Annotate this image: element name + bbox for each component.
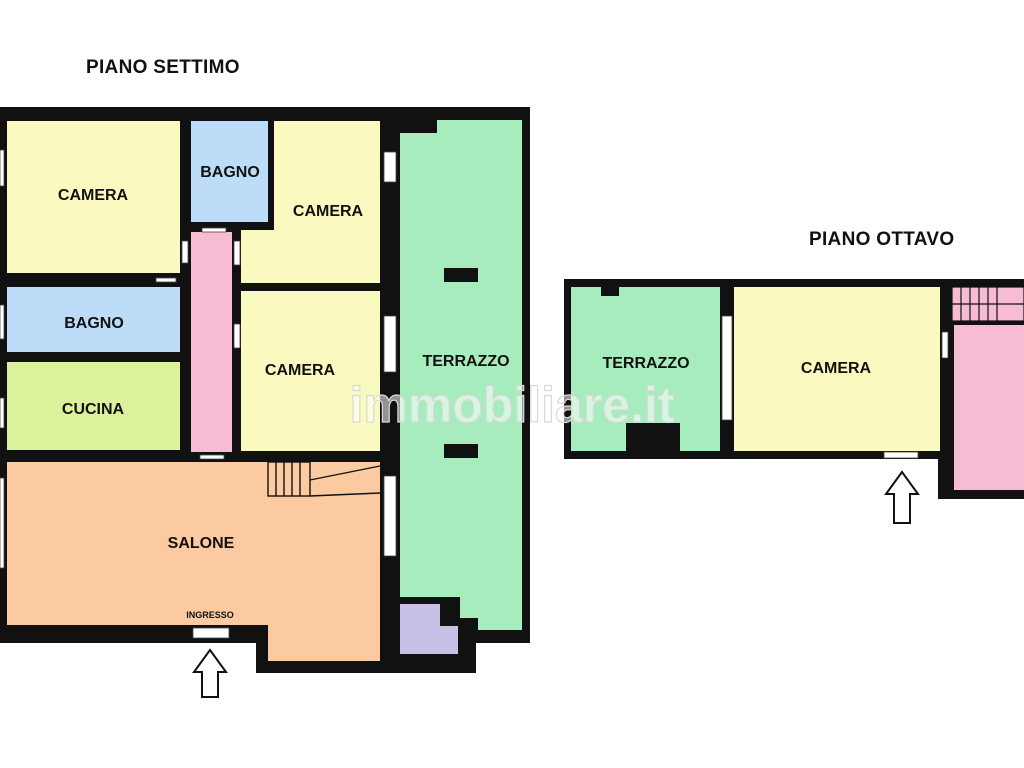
- terrace-block: [626, 423, 680, 451]
- room-pink-eighth: [954, 325, 1024, 490]
- staircase: [267, 461, 381, 497]
- terrace-block: [601, 287, 619, 296]
- room-terrazzo: [400, 120, 522, 630]
- label-camera-1: CAMERA: [58, 187, 129, 204]
- room-cucina: [7, 362, 180, 450]
- room-camera-1: [7, 121, 180, 273]
- terrace-block: [444, 444, 478, 458]
- watermark-logo: immobiliare.it: [349, 377, 674, 433]
- room-corridor: [191, 232, 232, 452]
- window-markers-eighth: [721, 315, 949, 459]
- label-terrazzo: TERRAZZO: [422, 353, 509, 370]
- entrance-label: INGRESSO: [186, 610, 234, 620]
- label-bagno-2: BAGNO: [64, 315, 124, 332]
- floor-title-eighth: PIANO OTTAVO: [809, 229, 955, 250]
- floor-plan-seventh: INGRESSO CAMERA BAGNO CAMERA BAGNO CAMER…: [0, 107, 530, 698]
- room-salone: [7, 462, 380, 625]
- label-camera-3: CAMERA: [265, 362, 336, 379]
- label-salone: SALONE: [168, 535, 235, 552]
- label-camera-eighth: CAMERA: [801, 360, 872, 377]
- arrow-up-icon: [192, 648, 228, 698]
- label-bagno-1: BAGNO: [200, 164, 260, 181]
- terrace-block: [444, 268, 478, 282]
- label-cucina: CUCINA: [62, 401, 125, 418]
- room-camera-eighth: [734, 287, 940, 451]
- label-terrazzo-eighth: TERRAZZO: [602, 355, 689, 372]
- room-bagno-1: [191, 121, 268, 222]
- floor-plan-eighth: TERRAZZO CAMERA: [564, 279, 1024, 524]
- entrance-door: [192, 627, 230, 639]
- arrow-up-icon: [884, 470, 920, 524]
- room-salone-extension: [268, 620, 380, 661]
- room-camera-3: [241, 291, 380, 451]
- window-markers: [0, 149, 397, 569]
- label-camera-2: CAMERA: [293, 203, 364, 220]
- room-storage: [400, 604, 458, 654]
- floor-title-seventh: PIANO SETTIMO: [86, 57, 240, 78]
- staircase-eighth: [951, 286, 1024, 322]
- room-camera-2-nook: [241, 230, 277, 283]
- room-camera-2: [274, 121, 380, 283]
- room-bagno-2: [7, 287, 180, 352]
